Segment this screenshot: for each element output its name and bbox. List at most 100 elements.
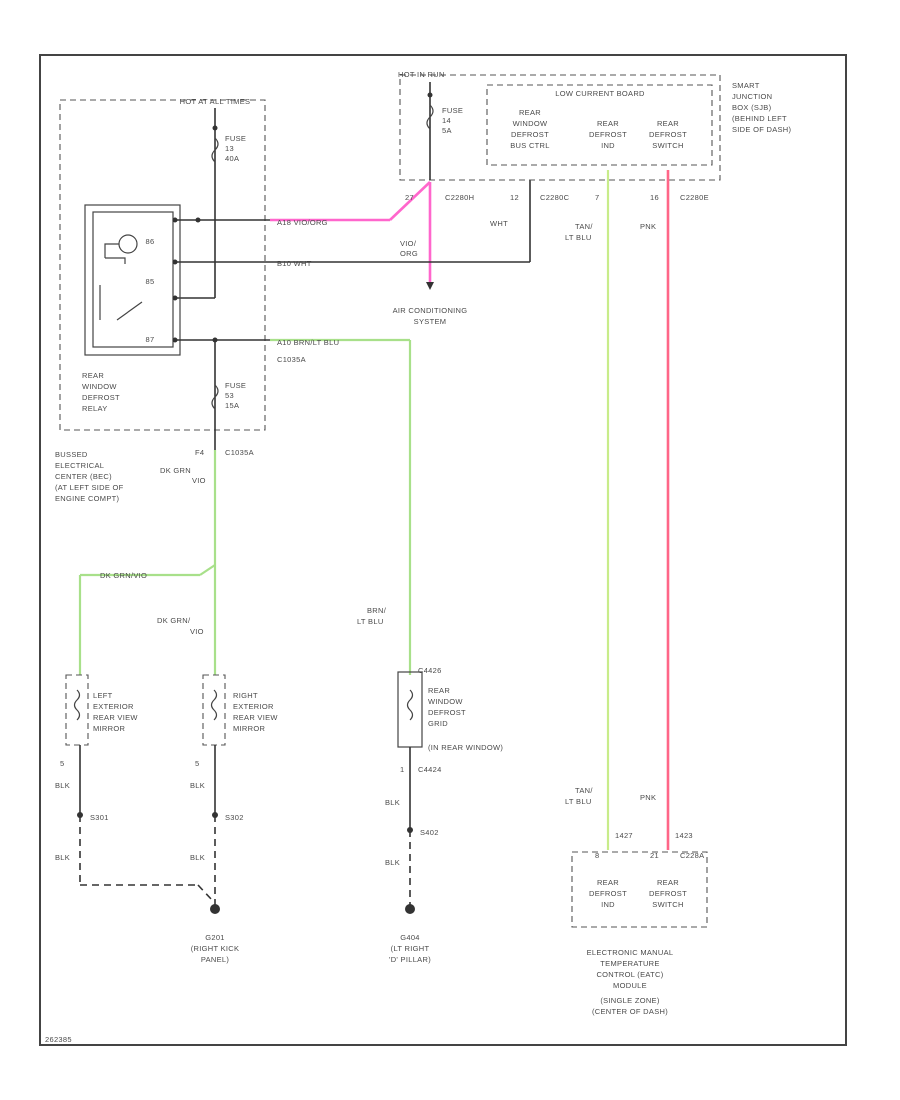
- g201-3: PANEL): [201, 955, 230, 964]
- pin-7: 7: [595, 193, 599, 202]
- pin87: 87: [146, 335, 155, 344]
- sjb-box: [399, 74, 721, 181]
- dk-grn-label: DK GRN: [160, 466, 191, 475]
- bec-label-1: BUSSED: [55, 450, 88, 459]
- left-dashed-join: [197, 884, 213, 901]
- fuse-53-symbol: [211, 384, 219, 410]
- pnk-lbl-lower: PNK: [640, 793, 656, 802]
- sjb-col2-l1: REAR: [597, 119, 619, 128]
- rmir-2: EXTERIOR: [233, 702, 274, 711]
- ground-g201-icon: [210, 904, 220, 914]
- left-mirror-heater: [73, 689, 81, 721]
- eatc-col1-1: REAR: [597, 878, 619, 887]
- bec-label-5: ENGINE COMPT): [55, 494, 120, 503]
- pin85: 85: [146, 277, 155, 286]
- conn-c4426: C4426: [418, 666, 442, 675]
- conn-c2280c: C2280C: [540, 193, 570, 202]
- sjb-col1-l1: REAR: [519, 108, 541, 117]
- grid-5: (IN REAR WINDOW): [428, 743, 503, 752]
- vio-org-1: VIO/: [400, 239, 417, 248]
- bec-label-2: ELECTRICAL: [55, 461, 104, 470]
- pin-5a: 5: [60, 759, 64, 768]
- s301: S301: [90, 813, 109, 822]
- relay-label-4: RELAY: [82, 404, 108, 413]
- eatc-label-1: ELECTRONIC MANUAL: [587, 948, 674, 957]
- relay-box: [84, 204, 181, 356]
- sjb-col3-l2: DEFROST: [649, 130, 687, 139]
- wire-label-pink: A18 VIO/ORG: [277, 218, 328, 227]
- eatc-label-5: (SINGLE ZONE): [600, 996, 660, 1005]
- tan-lbl-1: TAN/: [575, 222, 593, 231]
- blk-2: BLK: [190, 781, 205, 790]
- dkgrn-vio-2: VIO: [190, 627, 204, 636]
- conn-c228a: C228A: [680, 851, 704, 860]
- sjb-col1-l4: BUS CTRL: [510, 141, 550, 150]
- ac-arrow: [426, 282, 434, 290]
- g404-2: (LT RIGHT: [391, 944, 430, 953]
- eatc-label-3: CONTROL (EATC): [596, 970, 663, 979]
- hot-in-run-label: HOT IN RUN: [398, 70, 445, 79]
- ac-label-2: SYSTEM: [414, 317, 447, 326]
- tan-lbl-lower-2: LT BLU: [565, 797, 592, 806]
- wire-label-wht: B10 WHT: [277, 259, 312, 268]
- conn-c2280h: C2280H: [445, 193, 474, 202]
- eatc-label-4: MODULE: [613, 981, 647, 990]
- fuse-13-symbol: [211, 137, 219, 163]
- lmir-4: MIRROR: [93, 724, 125, 733]
- pin-16: 16: [650, 193, 659, 202]
- sjb-side-2: JUNCTION: [732, 92, 772, 101]
- fuse14-amp: 5A: [442, 126, 452, 135]
- diagram-id: 262385: [45, 1035, 72, 1044]
- sjb-col1-l3: DEFROST: [511, 130, 549, 139]
- grid-3: DEFROST: [428, 708, 466, 717]
- relay-inner: [92, 211, 174, 348]
- tan-lbl-lower-1: TAN/: [575, 786, 593, 795]
- blk-6: BLK: [385, 858, 400, 867]
- sjb-col3-l1: REAR: [657, 119, 679, 128]
- blk-1: BLK: [55, 781, 70, 790]
- grid-2: WINDOW: [428, 697, 463, 706]
- sjb-col1-l2: WINDOW: [513, 119, 548, 128]
- brn-lbl-2: LT BLU: [357, 617, 384, 626]
- blk-5: BLK: [190, 853, 205, 862]
- brn-lbl-1: BRN/: [367, 606, 387, 615]
- wire-1423: 1423: [675, 831, 693, 840]
- wht-label: WHT: [490, 219, 508, 228]
- eatc-box: [571, 851, 708, 928]
- defrost-grid-element: [406, 689, 414, 721]
- diagram-frame: [39, 54, 847, 1046]
- conn-c2280e: C2280E: [680, 193, 709, 202]
- relay-label-2: WINDOW: [82, 382, 117, 391]
- splice-label: DK GRN/VIO: [100, 571, 147, 580]
- fuse-14-symbol: [426, 104, 434, 130]
- relay-coil-86: [118, 234, 138, 254]
- pin-1: 1: [400, 765, 404, 774]
- lmir-3: REAR VIEW: [93, 713, 138, 722]
- pin86: 86: [146, 237, 155, 246]
- lmir-2: EXTERIOR: [93, 702, 134, 711]
- relay-label-1: REAR: [82, 371, 104, 380]
- sjb-col2-l3: IND: [601, 141, 615, 150]
- hot-at-all-times-label: HOT AT ALL TIMES: [180, 97, 251, 106]
- conn-c4424: C4424: [418, 765, 442, 774]
- pin-f4: F4: [195, 448, 204, 457]
- rmir-1: RIGHT: [233, 691, 258, 700]
- low-current-board: [486, 84, 713, 166]
- sjb-col3-l3: SWITCH: [652, 141, 683, 150]
- eatc-col1-2: DEFROST: [589, 889, 627, 898]
- ac-label-1: AIR CONDITIONING: [393, 306, 468, 315]
- fuse14-num: 14: [442, 116, 451, 125]
- fuse53-text: FUSE: [225, 381, 246, 390]
- pin-27: 27: [405, 193, 414, 202]
- rmir-4: MIRROR: [233, 724, 265, 733]
- vio-org-2: ORG: [400, 249, 418, 258]
- pin-8: 8: [595, 851, 599, 860]
- relay-switch: [99, 285, 143, 321]
- tan-lbl-2: LT BLU: [565, 233, 592, 242]
- relay-label-3: DEFROST: [82, 393, 120, 402]
- dkgrn-vio-1: DK GRN/: [157, 616, 191, 625]
- blk-4: BLK: [55, 853, 70, 862]
- right-mirror-box: [202, 674, 226, 746]
- lmir-1: LEFT: [93, 691, 113, 700]
